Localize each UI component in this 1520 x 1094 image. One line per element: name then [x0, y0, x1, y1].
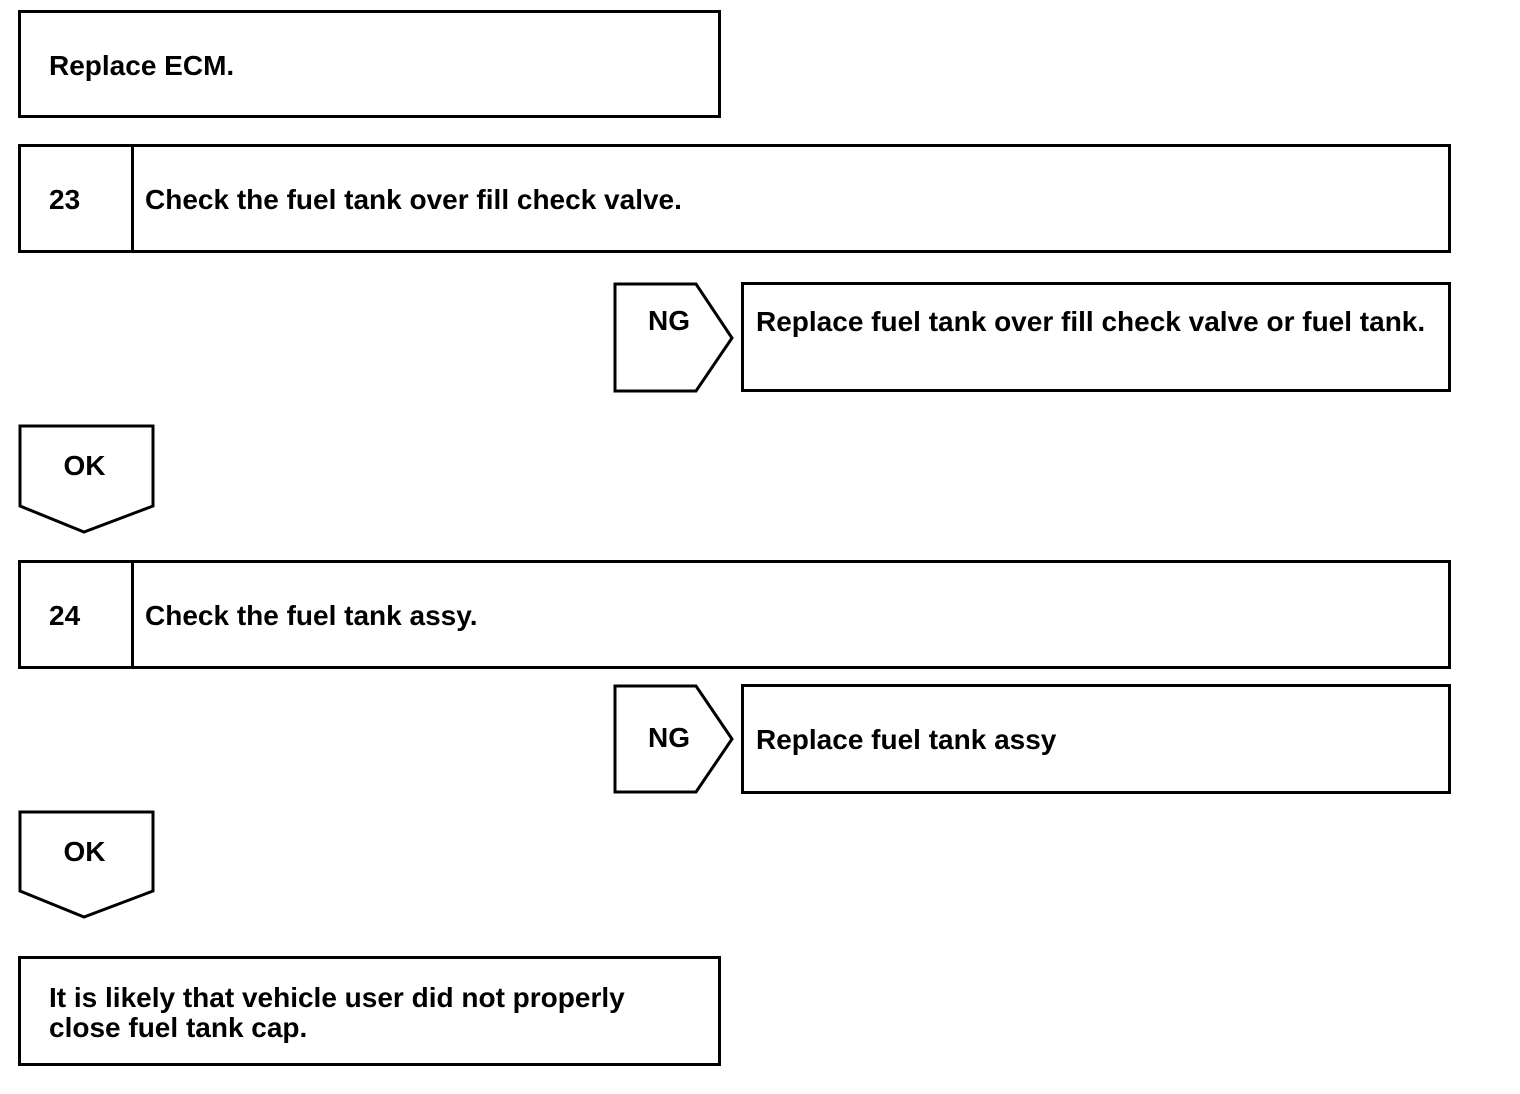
ok-23-arrow-shape: [18, 424, 155, 534]
step-23-number: 23: [49, 184, 81, 215]
final-note-box: It is likely that vehicle user did not p…: [18, 956, 721, 1066]
step-23-text: Check the fuel tank over fill check valv…: [145, 184, 682, 215]
ng-23-label: NG: [648, 305, 690, 336]
ng-24-action-text: Replace fuel tank assy: [756, 724, 1057, 755]
ok-24-arrow-shape: [18, 810, 155, 919]
step-24-text: Check the fuel tank assy.: [145, 600, 478, 631]
ng-24-arrow-shape: [613, 684, 734, 794]
step-24-divider: [131, 563, 134, 666]
ok-23-label: OK: [63, 450, 106, 481]
ng-24-action-box: Replace fuel tank assy: [741, 684, 1451, 794]
step-24-number: 24: [49, 600, 81, 631]
step-23-divider: [131, 147, 134, 250]
replace-ecm-text: Replace ECM.: [49, 50, 235, 81]
ng-23-action-box: Replace fuel tank over fill check valve …: [741, 282, 1451, 392]
ok-24-label: OK: [63, 836, 106, 867]
ng-23-action-text: Replace fuel tank over fill check valve …: [756, 306, 1426, 337]
replace-ecm-box: Replace ECM.: [18, 10, 721, 118]
step-23-box: 23 Check the fuel tank over fill check v…: [18, 144, 1451, 253]
ng-23-arrow-shape: [613, 282, 734, 393]
ng-24-label: NG: [648, 722, 690, 753]
step-24-box: 24 Check the fuel tank assy.: [18, 560, 1451, 669]
final-note-text: It is likely that vehicle user did not p…: [49, 982, 625, 1043]
